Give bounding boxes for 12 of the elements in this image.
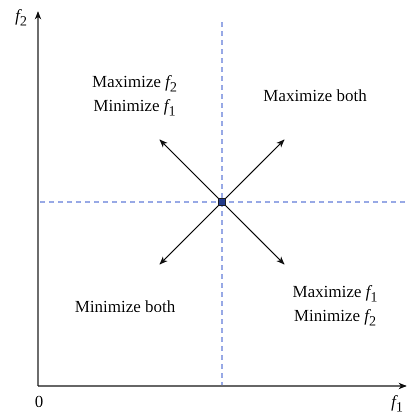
quadrant-label: Maximize f$_{2}$ Minimize f$_{1}$ [82, 72, 187, 140]
axis-label: f$_{1}$ [390, 392, 404, 416]
axis-label: f$_{2}$ [14, 6, 28, 30]
arrow [225, 205, 285, 265]
arrow [225, 139, 285, 199]
origin-label: 0 [34, 392, 44, 412]
quadrant-label: Maximize both [250, 86, 380, 140]
quadrant-label: Minimize both [55, 264, 195, 318]
center-point [218, 198, 226, 206]
arrow [159, 205, 219, 265]
quadrant-label: Maximize f$_{1}$ Minimize f$_{2}$ [280, 264, 390, 324]
arrow [159, 139, 219, 199]
